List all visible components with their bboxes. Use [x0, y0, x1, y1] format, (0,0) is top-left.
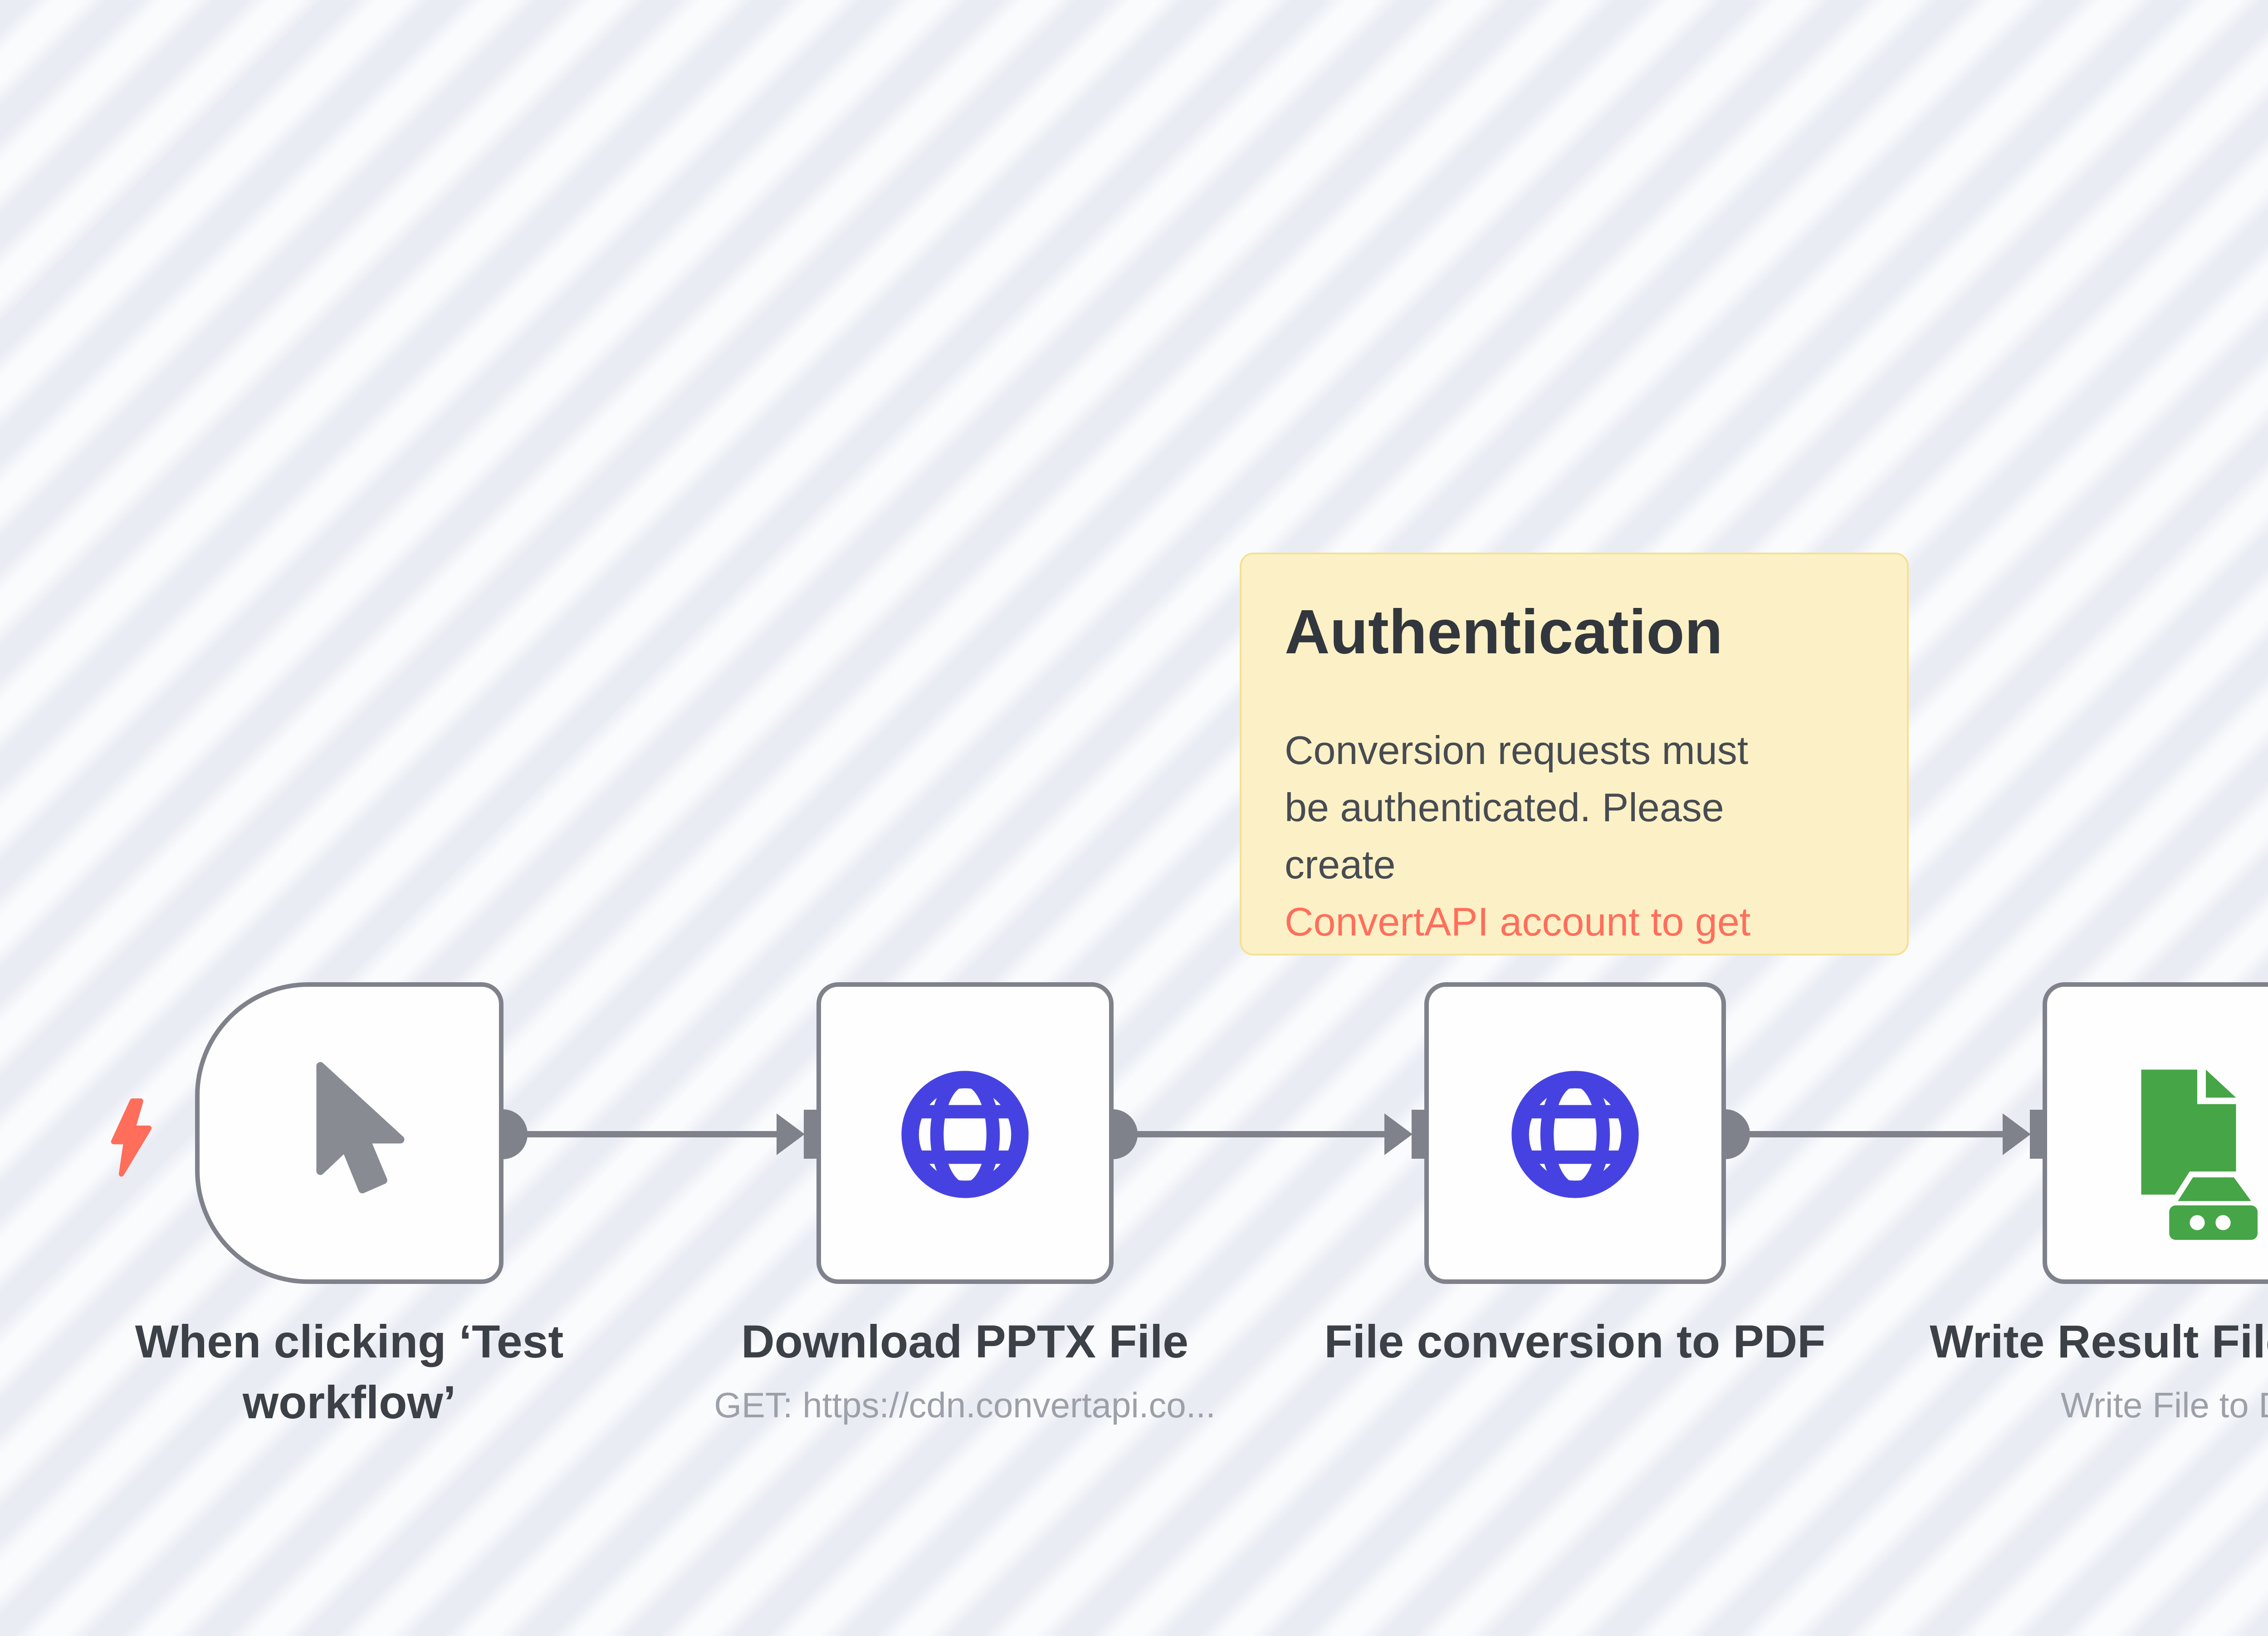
node-label-line: workflow’ [242, 1376, 456, 1428]
node-http-download[interactable] [816, 982, 1114, 1284]
connection-wire[interactable] [1113, 1131, 1387, 1137]
node-label-line: When clicking ‘Test [135, 1316, 564, 1367]
trigger-bolt-icon [111, 1098, 152, 1177]
node-subtitle: GET: https://cdn.convertapi.co... [714, 1385, 1216, 1425]
connection-arrow-icon [2003, 1113, 2031, 1155]
globe-icon [1511, 1071, 1639, 1198]
convertapi-link-clipped[interactable]: authentication secret [1285, 950, 1864, 954]
connection-wire[interactable] [503, 1131, 779, 1137]
node-label: When clicking ‘Test workflow’ [32, 1311, 667, 1433]
sticky-note-text-line: create [1285, 842, 1396, 887]
convertapi-link[interactable]: ConvertAPI account to get [1285, 899, 1751, 944]
sticky-note[interactable]: Authentication Conversion requests must … [1240, 553, 1909, 955]
node-subtitle: Write File to Disk [2061, 1385, 2268, 1425]
connection-wire[interactable] [1725, 1131, 2005, 1137]
connection-arrow-icon [777, 1113, 805, 1155]
node-label: Download PPTX File [741, 1316, 1189, 1367]
file-disk-icon [2141, 1069, 2258, 1240]
globe-icon [901, 1071, 1029, 1198]
sticky-note-text-line: be authenticated. Please [1285, 785, 1724, 830]
node-label: File conversion to PDF [1324, 1316, 1826, 1367]
node-http-convert[interactable] [1424, 982, 1726, 1284]
node-label: Write Result File to Disk [1930, 1316, 2268, 1367]
connection-arrow-icon [1384, 1113, 1413, 1155]
sticky-note-title: Authentication [1285, 597, 1723, 667]
sticky-note-text-line: Conversion requests must [1285, 728, 1749, 773]
cursor-icon [316, 1062, 405, 1194]
